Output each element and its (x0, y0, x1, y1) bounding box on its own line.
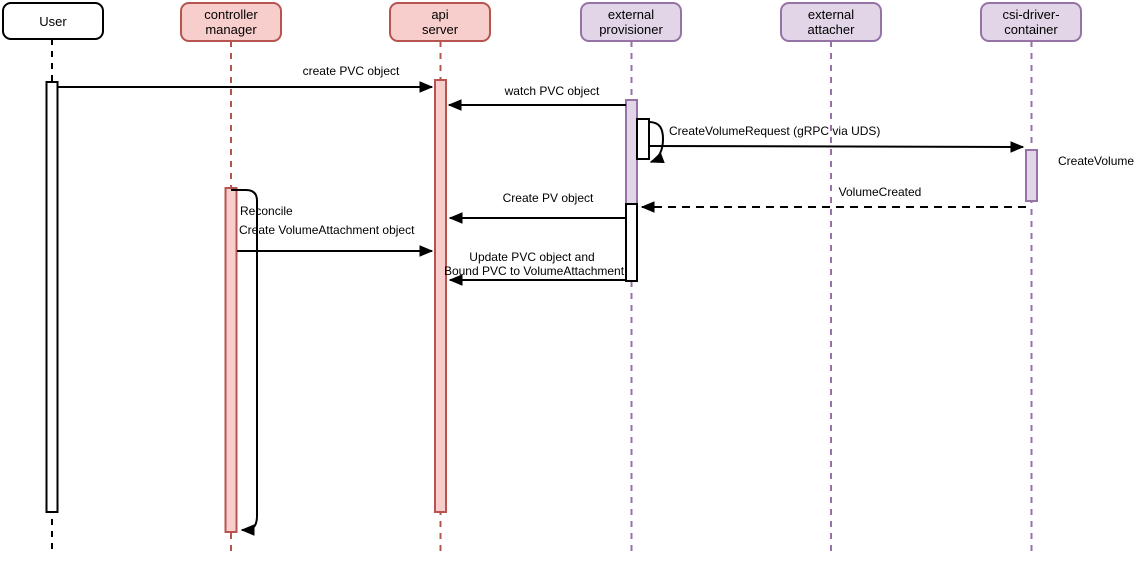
activation-api-server (434, 79, 447, 513)
activation-external-provisioner-grpc (625, 99, 638, 205)
participant-api-server-label-line1: api (431, 7, 448, 22)
activation-controller-manager (224, 187, 238, 533)
message-reconcile-loop: Reconcile (231, 189, 293, 536)
label-create-volume: CreateVolume (1058, 154, 1134, 168)
participant-external-provisioner-label-line1: external (608, 7, 654, 22)
participant-external-attacher-label-line2: attacher (808, 22, 856, 37)
message-create-volume-request-label: CreateVolumeRequest (gRPC via UDS) (669, 124, 880, 138)
participant-external-provisioner-label-line2: provisioner (599, 22, 663, 37)
participant-csi-driver-container-box (980, 2, 1082, 42)
message-create-volume-request-arrow (648, 141, 1025, 153)
message-reconcile-label: Reconcile (240, 204, 293, 218)
message-update-pvc: Update PVC object and Bound PVC to Volum… (444, 250, 626, 286)
message-create-volume-request: CreateVolumeRequest (gRPC via UDS) (648, 124, 1025, 153)
participant-controller-manager-label-line1: controller (204, 7, 258, 22)
activation-csi-driver-container (1025, 149, 1038, 202)
participant-external-provisioner: external provisioner (580, 2, 682, 42)
message-create-volume-attachment: Create VolumeAttachment object (237, 223, 434, 257)
message-watch-pvc-object: watch PVC object (447, 84, 626, 111)
participant-api-server-box (389, 2, 491, 42)
participant-external-attacher-label-line1: external (808, 7, 854, 22)
message-volume-created: VolumeCreated (640, 185, 1026, 213)
participant-api-server: api server (389, 2, 491, 42)
participant-csi-driver-container-label-line1: csi-driver- (1002, 7, 1059, 22)
participant-controller-manager: controller manager (180, 2, 282, 42)
participant-csi-driver-container-label-line2: container (1004, 22, 1058, 37)
message-update-pvc-label-line1: Update PVC object and (469, 250, 594, 264)
message-create-pvc-object-label: create PVC object (303, 64, 400, 78)
participant-controller-manager-box (180, 2, 282, 42)
participant-user-label: User (39, 14, 67, 29)
participant-api-server-label-line2: server (422, 22, 459, 37)
participant-external-provisioner-box (580, 2, 682, 42)
message-reconcile-loop-arrow (231, 189, 258, 536)
message-create-pvc-object: create PVC object (57, 64, 434, 93)
message-update-pvc-label-line2: Bound PVC to VolumeAttachment (444, 264, 625, 278)
activation-external-provisioner-nested (636, 118, 650, 160)
message-provisioner-self-call-arrow (648, 121, 665, 163)
participant-user-box (2, 2, 104, 40)
message-volume-created-label: VolumeCreated (839, 185, 922, 199)
activation-external-provisioner-create-pv (625, 203, 638, 282)
message-create-volume-attachment-label: Create VolumeAttachment object (239, 223, 415, 237)
activation-user (45, 81, 59, 513)
message-create-pv-object-label: Create PV object (503, 191, 594, 205)
participant-controller-manager-label-line2: manager (205, 22, 257, 37)
message-watch-pvc-object-label: watch PVC object (504, 84, 600, 98)
participant-user: User (2, 2, 104, 40)
participant-external-attacher: external attacher (780, 2, 882, 42)
participant-external-attacher-box (780, 2, 882, 42)
participant-csi-driver-container: csi-driver- container (980, 2, 1082, 42)
message-create-pv-object: Create PV object (448, 191, 626, 224)
